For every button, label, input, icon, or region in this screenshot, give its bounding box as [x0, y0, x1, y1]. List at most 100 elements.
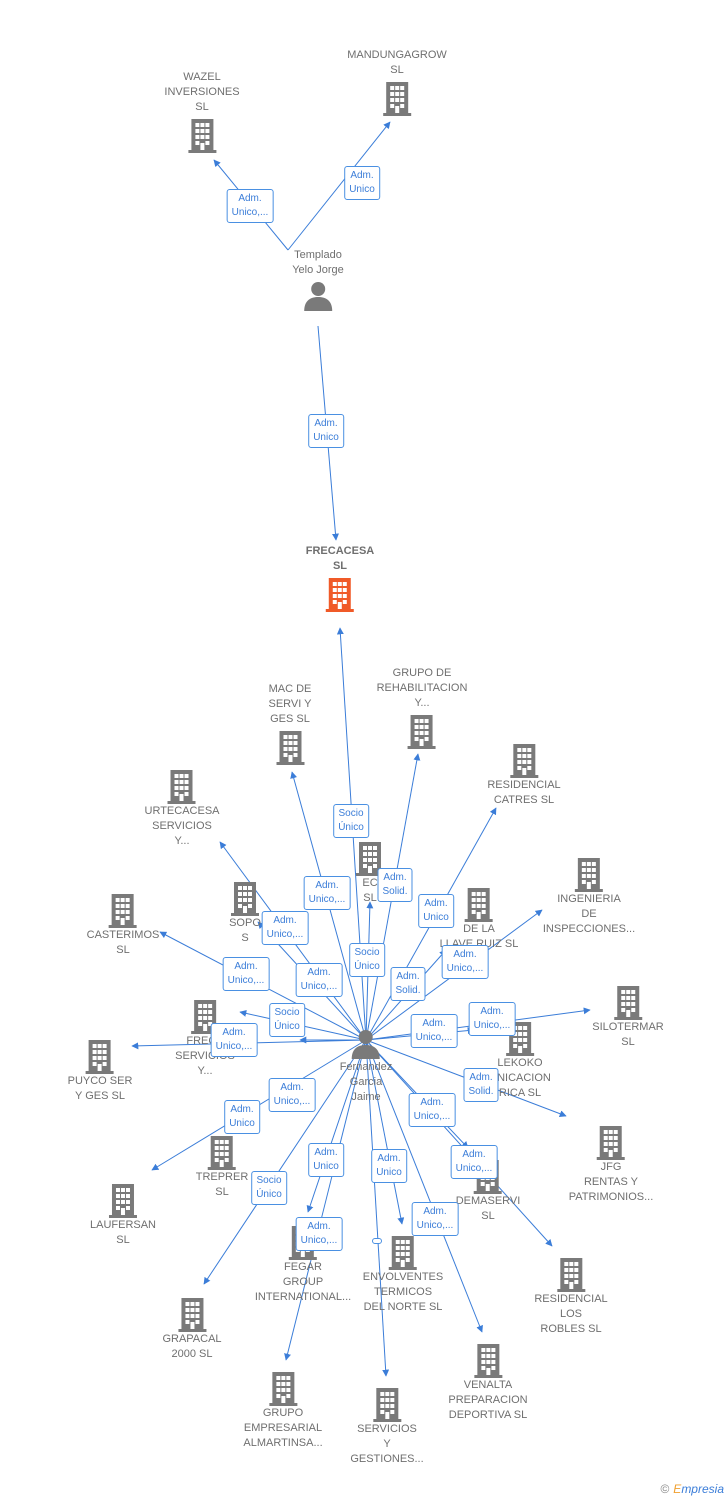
node-rescatres[interactable]: RESIDENCIAL CATRES SL — [487, 740, 561, 808]
relation-label[interactable]: Socio Único — [333, 804, 369, 838]
node-label: SERVICIOS Y GESTIONES... — [350, 1423, 424, 1465]
relation-edge — [365, 1039, 483, 1333]
relation-label[interactable]: Adm. Solid. — [463, 1068, 499, 1102]
node-templado[interactable]: Templado Yelo Jorge — [292, 248, 344, 312]
node-demaservi[interactable]: DEMASERVI SL — [455, 1156, 521, 1224]
node-treprer[interactable]: TREPRER SL — [195, 1132, 249, 1200]
node-label: Fernandez Garcia Jaime — [339, 1061, 393, 1103]
relation-label[interactable] — [372, 1238, 382, 1244]
building-icon — [381, 80, 413, 116]
node-label: GRUPO EMPRESARIAL ALMARTINSA... — [243, 1407, 323, 1449]
node-label: CASTERIMOS SL — [86, 929, 160, 956]
building-icon — [107, 1182, 139, 1218]
relation-label[interactable]: Adm. Unico,... — [411, 1202, 459, 1236]
building-icon — [166, 768, 198, 804]
node-silotermar[interactable]: SILOTERMAR SL — [592, 982, 664, 1050]
node-servicios[interactable]: SERVICIOS Y GESTIONES... — [350, 1384, 424, 1467]
node-macdeservi[interactable]: MAC DE SERVI Y GES SL — [268, 682, 312, 765]
node-mandunga[interactable]: MANDUNGAGROW SL — [347, 48, 447, 116]
building-icon — [508, 742, 540, 778]
node-venalta[interactable]: VENALTA PREPARACION DEPORTIVA SL — [448, 1340, 528, 1423]
relation-label[interactable]: Adm. Unico,... — [410, 1014, 458, 1048]
node-ingenieria[interactable]: INGENIERIA DE INSPECCIONES... — [543, 854, 635, 937]
building-icon — [406, 713, 438, 749]
node-label: MAC DE SERVI Y GES SL — [268, 683, 312, 725]
node-label: FEGAR GROUP INTERNATIONAL... — [254, 1261, 352, 1303]
node-label: PUYCO SER Y GES SL — [67, 1075, 133, 1102]
relation-label[interactable]: Adm. Unico — [418, 894, 454, 928]
node-label: GRUPO DE REHABILITACION Y... — [376, 667, 468, 709]
node-gruporehab[interactable]: GRUPO DE REHABILITACION Y... — [376, 666, 468, 749]
building-icon — [206, 1134, 238, 1170]
building-icon — [387, 1234, 419, 1270]
node-label: RESIDENCIAL CATRES SL — [487, 779, 561, 806]
node-label: TREPRER SL — [195, 1171, 249, 1198]
building-icon — [229, 880, 261, 916]
building-icon — [472, 1342, 504, 1378]
node-ec[interactable]: EC SL — [354, 838, 386, 906]
relation-label[interactable]: Adm. Solid. — [390, 967, 426, 1001]
relation-label[interactable]: Adm. Unico,... — [441, 945, 489, 979]
node-label: SOPO S — [229, 917, 261, 944]
relation-label[interactable]: Adm. Unico — [224, 1100, 260, 1134]
node-jfg[interactable]: JFG RENTAS Y PATRIMONIOS... — [569, 1122, 653, 1205]
building-icon — [186, 117, 218, 153]
node-puyco[interactable]: PUYCO SER Y GES SL — [67, 1036, 133, 1104]
node-wazel[interactable]: WAZEL INVERSIONES SL — [164, 70, 240, 153]
relation-edge — [287, 121, 391, 251]
relation-label[interactable]: Adm. Unico,... — [222, 957, 270, 991]
relation-label[interactable]: Adm. Unico — [371, 1149, 407, 1183]
relation-label[interactable]: Adm. Unico,... — [226, 189, 274, 223]
brand-name: mpresia — [681, 1482, 724, 1496]
node-lekoko[interactable]: LEKOKO UNICACION RICA SL — [489, 1018, 551, 1101]
relation-edge — [365, 1039, 390, 1377]
node-laufersan[interactable]: LAUFERSAN SL — [90, 1180, 156, 1248]
relation-label[interactable]: Adm. Unico,... — [468, 1002, 516, 1036]
building-icon — [371, 1386, 403, 1422]
node-label: DEMASERVI SL — [455, 1195, 521, 1222]
relation-label[interactable]: Adm. Unico,... — [295, 1217, 343, 1251]
relation-label[interactable]: Adm. Unico,... — [261, 911, 309, 945]
node-frecacesa[interactable]: FRECACESA SL — [306, 544, 374, 612]
node-label: Templado Yelo Jorge — [292, 249, 344, 276]
relation-label[interactable]: Adm. Unico — [308, 1143, 344, 1177]
building-icon — [555, 1256, 587, 1292]
relation-label[interactable]: Adm. Unico,... — [408, 1093, 456, 1127]
relation-label[interactable]: Socio Único — [269, 1003, 305, 1037]
relation-label[interactable]: Socio Único — [251, 1171, 287, 1205]
node-label: URTECACESA SERVICIOS Y... — [144, 805, 220, 847]
node-label: EC SL — [362, 877, 378, 904]
node-reslosrobles[interactable]: RESIDENCIAL LOS ROBLES SL — [534, 1254, 608, 1337]
building-icon — [176, 1296, 208, 1332]
relation-label[interactable]: Adm. Solid. — [377, 868, 413, 902]
node-grupoemp[interactable]: GRUPO EMPRESARIAL ALMARTINSA... — [243, 1368, 323, 1451]
person-icon — [304, 282, 332, 311]
node-grapacal[interactable]: GRAPACAL 2000 SL — [162, 1294, 222, 1362]
relation-edge — [306, 1039, 367, 1213]
node-label: WAZEL INVERSIONES SL — [164, 71, 240, 113]
relation-label[interactable]: Socio Único — [349, 943, 385, 977]
building-icon — [274, 729, 306, 765]
node-envolventes[interactable]: ENVOLVENTES TERMICOS DEL NORTE SL — [363, 1232, 443, 1315]
node-label: INGENIERIA DE INSPECCIONES... — [542, 893, 636, 935]
node-urtecacesa[interactable]: URTECACESA SERVICIOS Y... — [144, 766, 220, 849]
node-label: LEKOKO UNICACION RICA SL — [489, 1057, 551, 1099]
relation-label[interactable]: Adm. Unico,... — [450, 1145, 498, 1179]
node-label: MANDUNGAGROW SL — [347, 49, 447, 76]
relation-label[interactable]: Adm. Unico,... — [295, 963, 343, 997]
relation-label[interactable]: Adm. Unico,... — [303, 876, 351, 910]
building-icon — [463, 886, 495, 922]
node-fernandez[interactable]: Fernandez Garcia Jaime — [339, 1026, 393, 1105]
node-label: LAUFERSAN SL — [89, 1219, 157, 1246]
node-casterimos[interactable]: CASTERIMOS SL — [86, 890, 160, 958]
relation-label[interactable]: Adm. Unico,... — [210, 1023, 258, 1057]
node-sopo[interactable]: SOPO S — [229, 878, 261, 946]
brand-initial: E — [673, 1482, 682, 1496]
building-icon — [84, 1038, 116, 1074]
relation-label[interactable]: Adm. Unico,... — [268, 1078, 316, 1112]
relation-label[interactable]: Adm. Unico — [344, 166, 380, 200]
relation-edge — [365, 1039, 405, 1225]
node-fegar[interactable]: FEGAR GROUP INTERNATIONAL... — [255, 1222, 351, 1305]
relation-label[interactable]: Adm. Unico — [308, 414, 344, 448]
building-icon — [267, 1370, 299, 1406]
